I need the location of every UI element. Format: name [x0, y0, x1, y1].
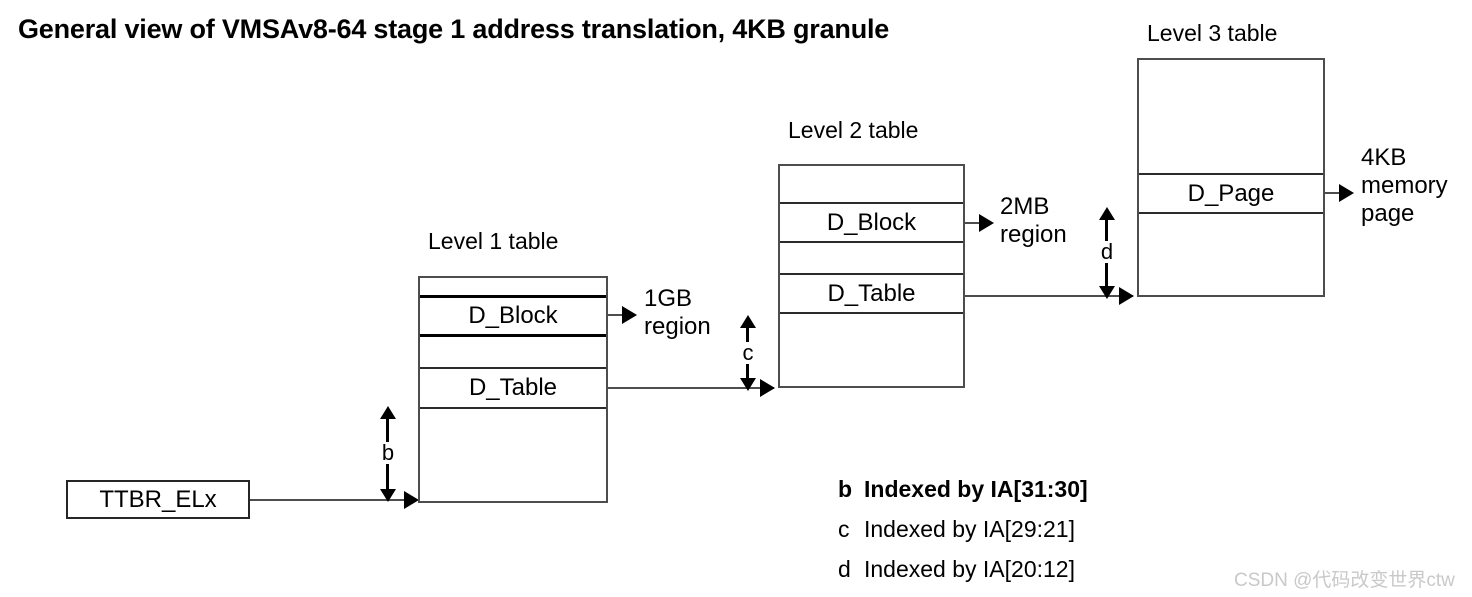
region-label-2mb-line1: 2MB: [1000, 193, 1050, 220]
arrow-down-icon: [740, 378, 756, 391]
region-label-2mb-line2: region: [1000, 221, 1067, 249]
watermark: CSDN @代码改变世界ctw: [1234, 570, 1455, 591]
legend-key-b: b: [838, 476, 853, 502]
connector-level1-block-to-region: [608, 314, 626, 316]
level-1-entry-d-block-label: D_Block: [468, 302, 558, 329]
connector-ttbr-to-level1: [250, 499, 408, 501]
dimension-arrow-d: d: [1094, 207, 1120, 299]
level-2-empty-row-mid: [780, 243, 963, 273]
level-2-entry-d-block-label: D_Block: [826, 208, 917, 236]
output-label-line2: memory: [1361, 172, 1448, 200]
arrow-down-icon: [1099, 286, 1115, 299]
legend-key-d: d: [838, 556, 851, 582]
ttbr-elx-label: TTBR_ELx: [99, 485, 217, 513]
connector-level3-page-to-memory: [1325, 192, 1343, 194]
arrowhead-level2-table-to-level3: [1119, 287, 1134, 305]
output-label-line3: page: [1361, 200, 1415, 228]
legend-text-c: Indexed by IA[29:21]: [864, 516, 1075, 542]
dimension-label-c: c: [735, 342, 761, 364]
legend-item-c: c Indexed by IA[29:21]: [838, 518, 1088, 541]
level-1-empty-row-top: [420, 278, 606, 295]
level-1-empty-row-mid: [420, 337, 606, 367]
level-2-empty-row-bottom: [780, 314, 963, 386]
level-3-table-caption: Level 3 table: [1147, 20, 1278, 46]
arrowhead-ttbr-to-level1: [404, 491, 419, 509]
level-2-entry-d-table-label: D_Table: [827, 279, 916, 307]
arrowhead-level3-page-to-memory: [1339, 184, 1354, 202]
output-label-memory-page: 4KB memory page: [1361, 144, 1448, 228]
dimension-label-b: b: [375, 442, 401, 464]
dimension-arrow-b: b: [375, 406, 401, 502]
region-label-1gb-line1: 1GB: [644, 285, 693, 312]
level-3-entry-d-page[interactable]: D_Page: [1139, 173, 1323, 214]
arrow-up-icon: [380, 406, 396, 419]
legend-text-b: Indexed by IA[31:30]: [864, 476, 1088, 502]
arrowhead-level2-block-to-region: [979, 214, 994, 232]
level-2-empty-row-top: [780, 166, 963, 202]
level-1-entry-d-table[interactable]: D_Table: [420, 367, 606, 409]
legend-key-c: c: [838, 516, 850, 542]
level-1-entry-d-block[interactable]: D_Block: [420, 295, 606, 337]
level-1-table[interactable]: D_Block D_Table: [418, 276, 608, 503]
connector-level2-table-to-level3: [965, 295, 1133, 297]
level-3-empty-row-top: [1139, 60, 1323, 173]
arrowhead-level1-table-to-level2: [760, 379, 775, 397]
region-label-1gb-line2: region: [644, 313, 711, 341]
page-title: General view of VMSAv8-64 stage 1 addres…: [18, 14, 890, 44]
region-label-2mb: 2MB region: [1000, 193, 1067, 249]
legend-item-d: d Indexed by IA[20:12]: [838, 558, 1088, 581]
level-2-table-caption: Level 2 table: [788, 117, 919, 143]
legend-item-b: b Indexed by IA[31:30]: [838, 478, 1088, 501]
region-label-1gb: 1GB region: [644, 285, 711, 341]
connector-level1-table-to-level2: [608, 387, 774, 389]
level-3-table[interactable]: D_Page: [1137, 58, 1325, 297]
level-3-empty-row-bottom: [1139, 214, 1323, 295]
arrow-up-icon: [740, 315, 756, 328]
ttbr-elx-box[interactable]: TTBR_ELx: [66, 480, 250, 519]
dimension-label-d: d: [1094, 241, 1120, 263]
level-1-table-caption: Level 1 table: [428, 228, 559, 254]
connector-level2-block-to-region: [965, 222, 983, 224]
arrowhead-level1-block-to-region: [622, 306, 637, 324]
level-2-entry-d-block[interactable]: D_Block: [780, 202, 963, 243]
level-1-entry-d-table-label: D_Table: [468, 374, 558, 401]
level-1-empty-row-bottom: [420, 409, 606, 501]
legend-text-d: Indexed by IA[20:12]: [864, 556, 1075, 582]
level-2-table[interactable]: D_Block D_Table: [778, 164, 965, 388]
level-2-entry-d-table[interactable]: D_Table: [780, 273, 963, 314]
legend: b Indexed by IA[31:30] c Indexed by IA[2…: [838, 478, 1088, 581]
output-label-line1: 4KB: [1361, 144, 1407, 171]
arrow-up-icon: [1099, 207, 1115, 220]
level-3-entry-d-page-label: D_Page: [1187, 179, 1275, 207]
arrow-down-icon: [380, 489, 396, 502]
dimension-arrow-c: c: [735, 315, 761, 391]
